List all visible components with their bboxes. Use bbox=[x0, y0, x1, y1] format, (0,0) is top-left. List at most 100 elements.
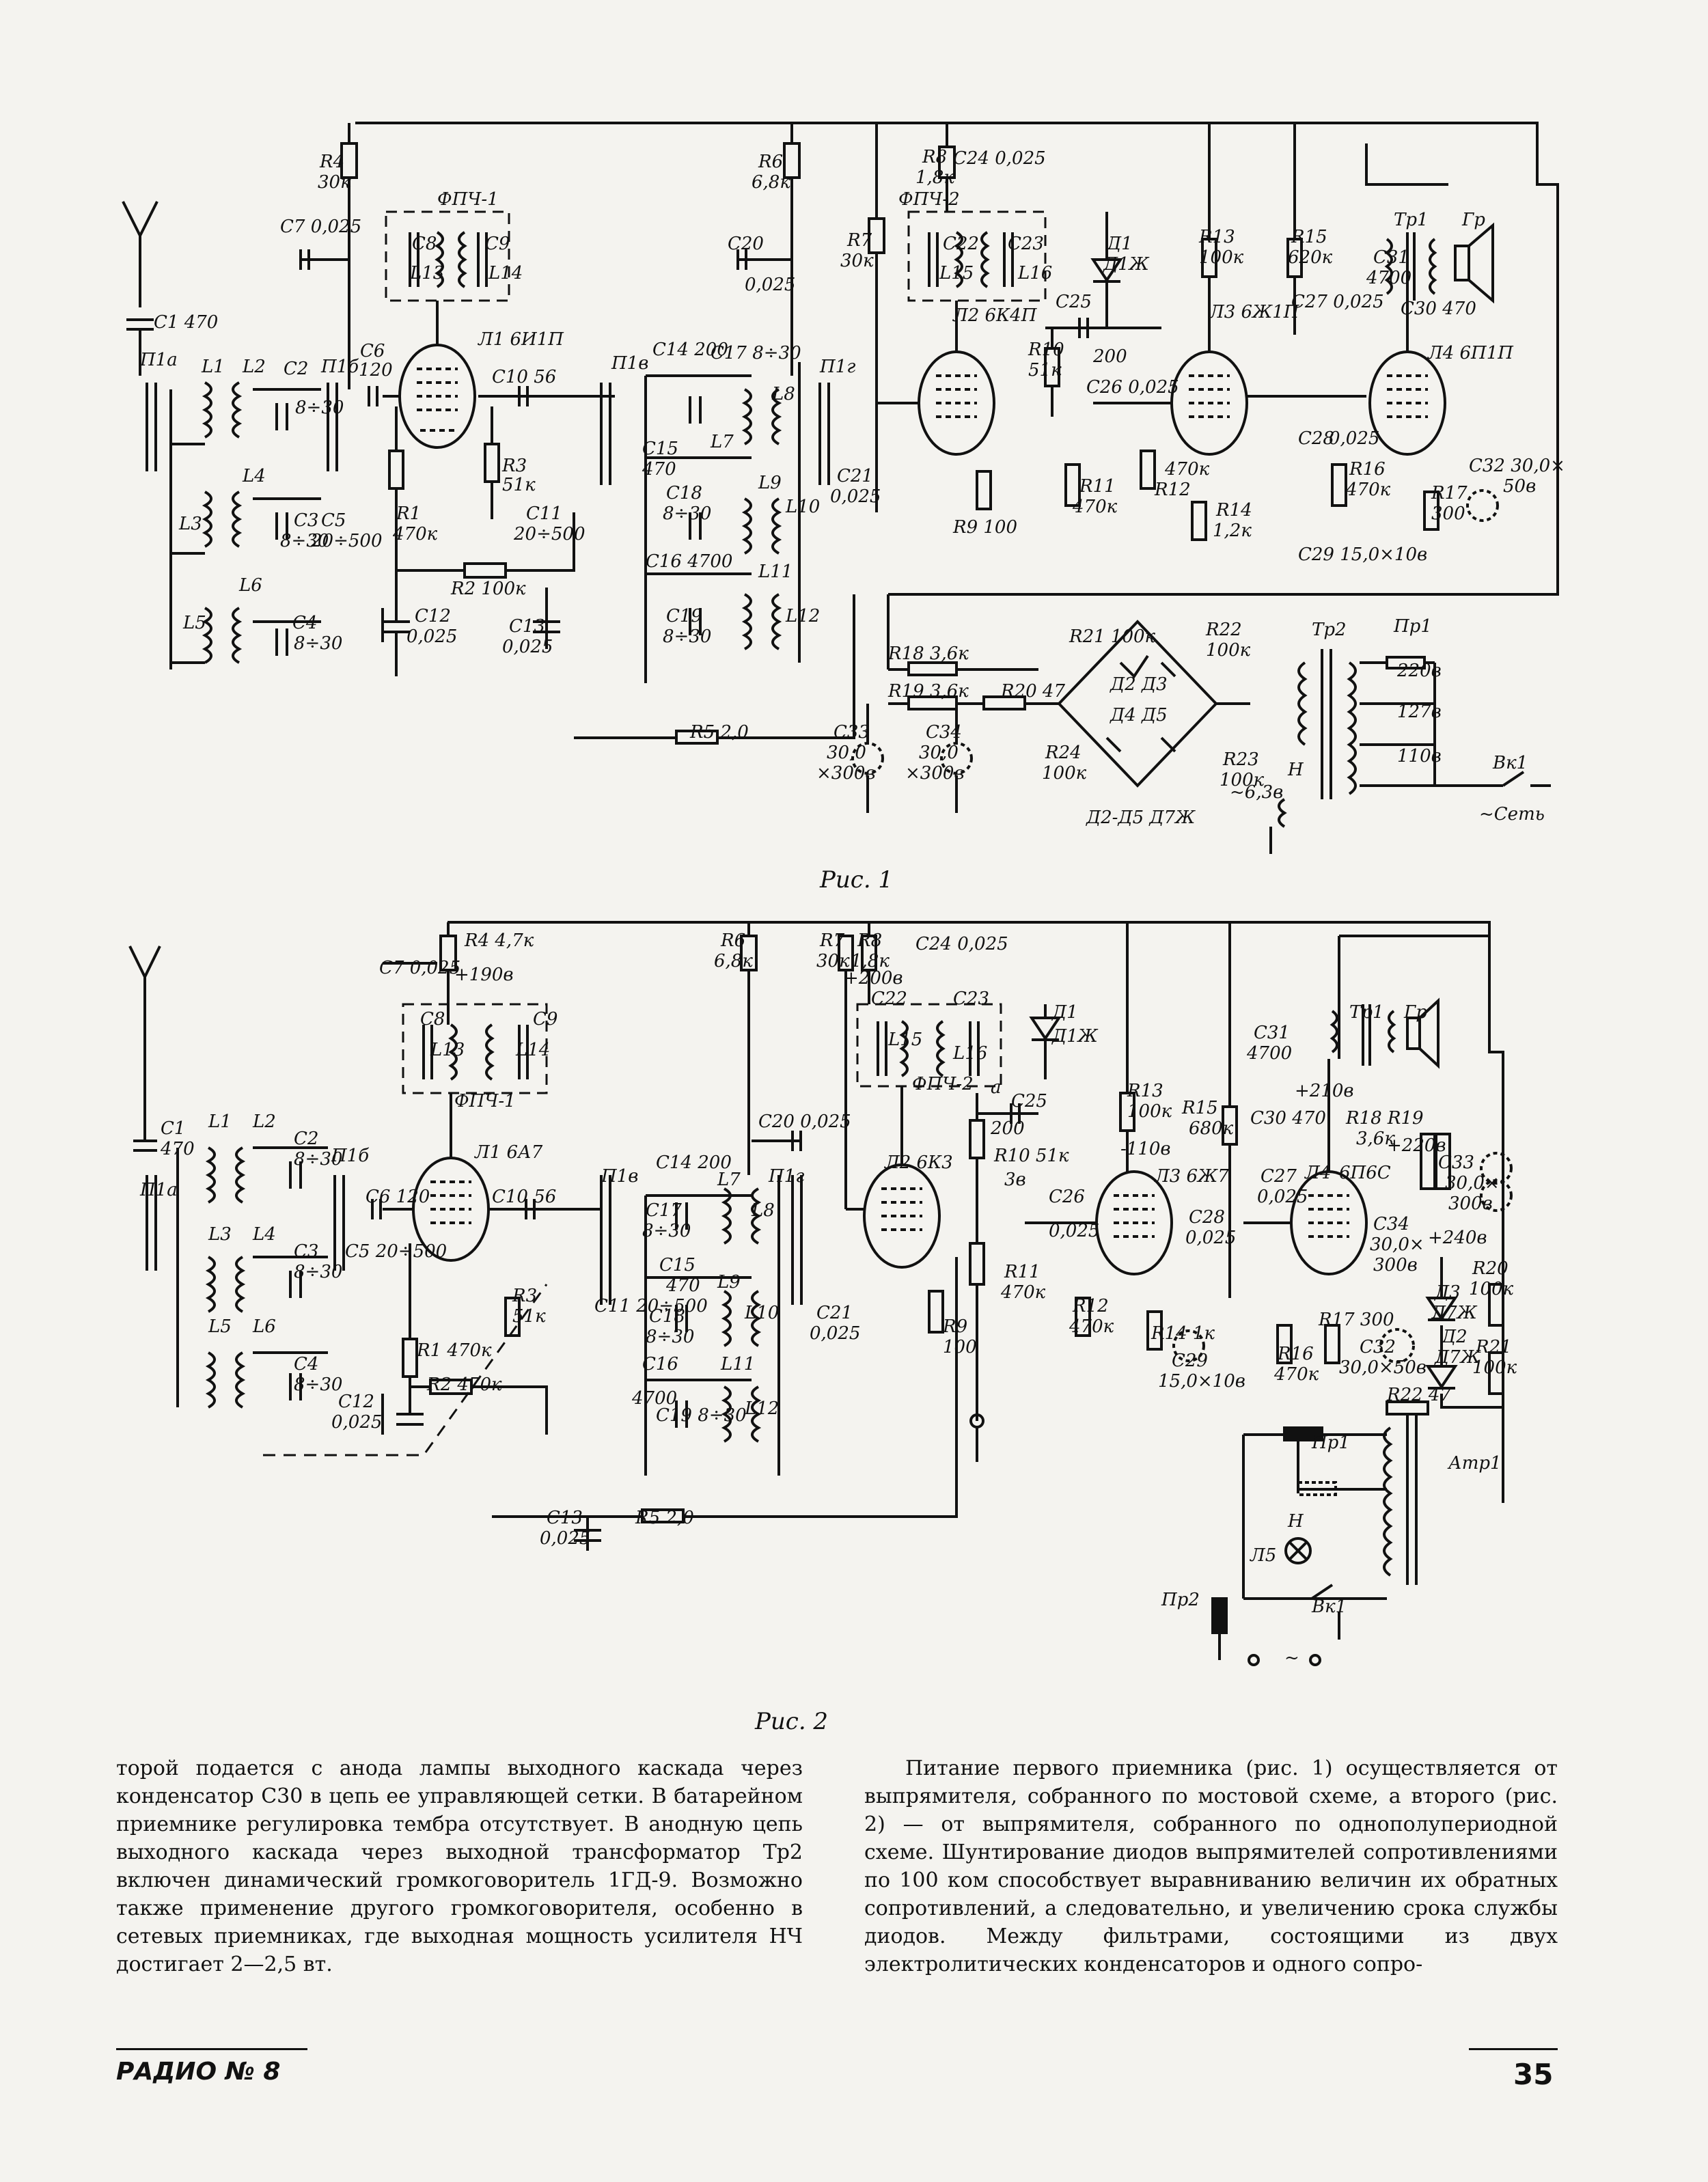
component-label: C25 bbox=[1056, 292, 1092, 312]
component-label: R9 100 bbox=[952, 517, 1017, 538]
component-label: 100к bbox=[1472, 1357, 1517, 1378]
component-label: C2 bbox=[284, 359, 308, 379]
component-label: П1г bbox=[768, 1166, 804, 1187]
component-label: 0,025 bbox=[745, 275, 795, 295]
component-label: Гр bbox=[1461, 210, 1485, 230]
component-label: 8÷30 bbox=[642, 1221, 691, 1241]
component-label: C28 bbox=[1298, 428, 1334, 449]
component-label: C33 bbox=[1438, 1152, 1474, 1173]
component-label: 8÷30 bbox=[663, 626, 711, 647]
component-label: R4 4,7к bbox=[464, 930, 534, 951]
component-label: C18 bbox=[666, 483, 702, 503]
component-label: +210в bbox=[1295, 1081, 1354, 1101]
component-label: C19 bbox=[666, 606, 702, 626]
component-label: Д2 bbox=[1441, 1327, 1468, 1347]
component-label: П1в bbox=[611, 353, 648, 374]
component-label: C30 470 bbox=[1401, 299, 1476, 319]
component-label: C29 bbox=[1172, 1351, 1208, 1371]
component-label: Л3 6Ж7 bbox=[1153, 1166, 1229, 1187]
figure-1-caption: Рис. 1 bbox=[820, 866, 894, 894]
component-label: R7 bbox=[846, 230, 872, 251]
component-label: L5 bbox=[208, 1316, 232, 1337]
component-label: C16 bbox=[642, 1354, 678, 1375]
component-label: ~Сеть bbox=[1479, 804, 1545, 825]
component-label: C8 bbox=[412, 234, 437, 254]
component-label: 30к bbox=[318, 172, 351, 193]
component-label: Д1Ж bbox=[1051, 1026, 1099, 1047]
component-label: R2 100к bbox=[450, 579, 526, 599]
component-label: C19 8÷30 bbox=[656, 1405, 747, 1426]
component-label: 100к bbox=[1220, 770, 1265, 790]
component-label: 110в bbox=[1397, 746, 1442, 767]
component-label: 3,6к bbox=[1356, 1129, 1395, 1149]
component-label: L4 bbox=[252, 1224, 276, 1245]
component-label: Д2-Д5 Д7Ж bbox=[1086, 807, 1196, 828]
component-label: L3 bbox=[208, 1224, 232, 1245]
component-label: 30,0 bbox=[919, 743, 959, 763]
component-label: 200 bbox=[1092, 346, 1127, 367]
component-label: Гр bbox=[1403, 1002, 1427, 1023]
component-label: Tp1 bbox=[1349, 1002, 1384, 1023]
component-label: R4 bbox=[319, 152, 344, 172]
component-label: 0,025 bbox=[810, 1323, 860, 1344]
component-label: C32 30,0× bbox=[1469, 456, 1565, 476]
component-label: 0,025 bbox=[407, 626, 457, 647]
component-label: Л2 6К4П bbox=[952, 305, 1038, 326]
component-label: Пp2 bbox=[1161, 1590, 1200, 1610]
component-label: 470к bbox=[392, 524, 438, 544]
component-label: C29 15,0×10в bbox=[1298, 544, 1427, 565]
component-label: R20 bbox=[1472, 1258, 1509, 1279]
component-label: C5 20÷500 bbox=[345, 1241, 447, 1262]
component-label: C10 56 bbox=[492, 367, 556, 387]
component-label: 3в bbox=[1004, 1170, 1026, 1190]
component-label: 50в bbox=[1503, 476, 1536, 497]
component-label: П1а bbox=[139, 350, 178, 370]
component-label: L14 bbox=[515, 1040, 550, 1060]
component-label: 1,2к bbox=[1213, 521, 1252, 541]
component-label: L6 bbox=[252, 1316, 276, 1337]
component-label: L1 bbox=[201, 357, 225, 377]
component-label: ФПЧ-1 bbox=[437, 189, 499, 210]
component-label: +240в bbox=[1428, 1228, 1487, 1248]
component-label: L2 bbox=[242, 357, 266, 377]
component-label: R11 bbox=[1079, 476, 1116, 497]
component-label: R21 bbox=[1475, 1337, 1512, 1357]
component-label: 300в bbox=[1448, 1193, 1493, 1214]
component-label: R14 1к bbox=[1151, 1323, 1215, 1344]
component-label: C15 bbox=[642, 439, 678, 459]
component-label: ×300в bbox=[905, 763, 965, 784]
component-label: 0,025 bbox=[1049, 1221, 1099, 1241]
component-label: L9 bbox=[717, 1272, 741, 1293]
component-label: R6 bbox=[758, 152, 783, 172]
component-label: L7 bbox=[717, 1170, 741, 1190]
component-label: 100к bbox=[1469, 1279, 1514, 1299]
component-label: R9 bbox=[942, 1316, 967, 1337]
component-label: R8 bbox=[922, 147, 947, 167]
component-label: C18 bbox=[649, 1306, 685, 1327]
article-text-right-column: Питание первого приемника (рис. 1) осуще… bbox=[864, 1754, 1558, 1978]
component-label: C16 4700 bbox=[646, 551, 732, 572]
component-label: ФПЧ-1 bbox=[454, 1091, 516, 1111]
component-label: 100к bbox=[1199, 247, 1244, 268]
component-label: 470к bbox=[1273, 1364, 1319, 1385]
component-label: Л3 6Ж1П bbox=[1208, 302, 1300, 322]
component-label: C3 bbox=[294, 1241, 318, 1262]
component-label: C30 470 bbox=[1250, 1108, 1326, 1129]
component-label: R10 51к bbox=[993, 1146, 1069, 1166]
component-label: 8÷30 bbox=[294, 1149, 342, 1170]
component-label: C13 bbox=[509, 616, 545, 637]
component-label: Д1 bbox=[1051, 1002, 1078, 1023]
component-label: C22 bbox=[943, 234, 979, 254]
component-label: L10 bbox=[785, 497, 820, 517]
component-label: L16 bbox=[1017, 263, 1052, 284]
footer-rule-left bbox=[116, 2048, 307, 2050]
component-label: 470 bbox=[160, 1139, 195, 1159]
component-label: Д7Ж bbox=[1431, 1303, 1478, 1323]
component-label: 0,025 bbox=[502, 637, 553, 657]
component-label: 0,025 bbox=[1185, 1228, 1236, 1248]
component-label: 0,025 bbox=[1257, 1187, 1308, 1207]
component-label: 15,0×10в bbox=[1158, 1371, 1245, 1392]
component-label: L11 bbox=[758, 562, 793, 582]
component-label: R7 bbox=[819, 930, 845, 951]
